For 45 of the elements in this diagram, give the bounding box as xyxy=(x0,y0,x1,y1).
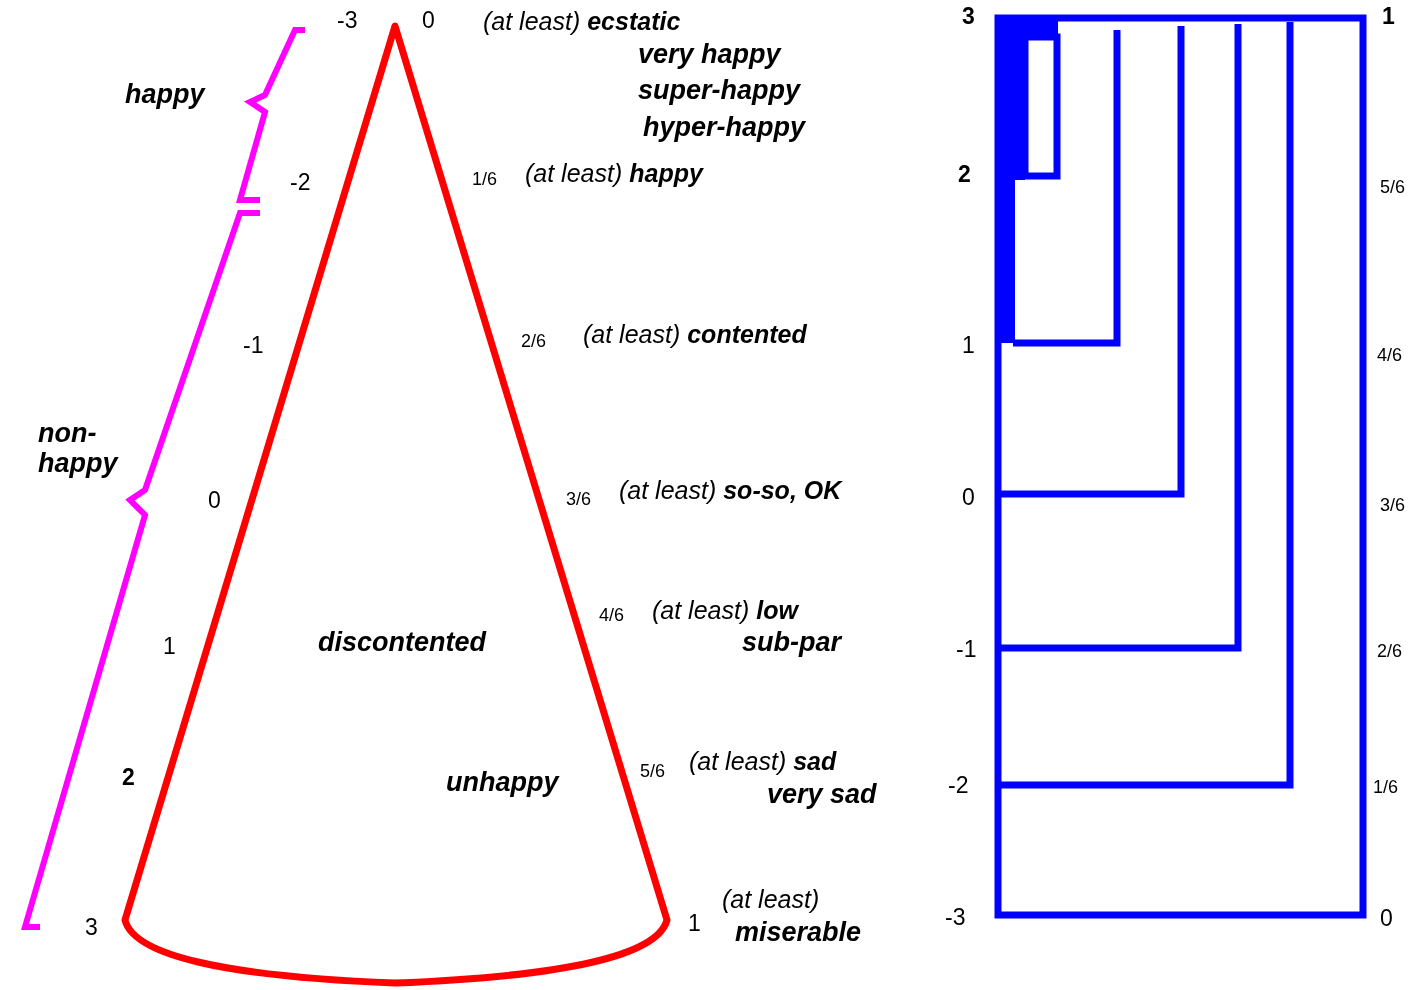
level-label: (at least) xyxy=(722,886,820,914)
level-label: super-happy xyxy=(638,76,801,106)
area-label: discontented xyxy=(318,628,486,658)
fraction-label: 4/6 xyxy=(599,606,625,626)
axis-fraction: 1/6 xyxy=(1373,778,1399,798)
scale-number: 0 xyxy=(208,488,221,514)
axis-fraction: 4/6 xyxy=(1377,346,1403,366)
level-label: hyper-happy xyxy=(643,113,806,143)
axis-fraction: 2/6 xyxy=(1377,642,1403,662)
bracket-label: non- happy xyxy=(38,419,120,479)
level-label: very sad xyxy=(767,780,877,810)
fraction-label: 1/6 xyxy=(472,170,498,190)
axis-number: -3 xyxy=(945,905,966,931)
level-label: very happy xyxy=(638,40,781,70)
axis-number: 2 xyxy=(958,162,971,188)
fraction-label: 3/6 xyxy=(566,490,592,510)
level-label: (at least) low xyxy=(652,597,798,625)
scale-number: 1 xyxy=(163,634,176,660)
scale-number: 0 xyxy=(422,8,435,34)
axis-fraction: 3/6 xyxy=(1380,496,1406,516)
scale-number: -2 xyxy=(290,170,311,196)
level-label: miserable xyxy=(735,918,862,948)
scale-number: 1 xyxy=(688,911,701,937)
axis-fraction: 5/6 xyxy=(1380,178,1406,198)
axis-number: -1 xyxy=(956,637,977,663)
level-label: (at least) sad xyxy=(689,748,837,776)
fraction-label: 2/6 xyxy=(521,332,547,352)
scale-number: -3 xyxy=(337,8,358,34)
bracket-label: happy xyxy=(125,80,205,110)
axis-number: 1 xyxy=(962,333,975,359)
fraction-label: 5/6 xyxy=(640,762,666,782)
level-label: sub-par xyxy=(742,628,841,658)
axis-number: -2 xyxy=(948,773,969,799)
level-label: (at least) so-so, OK xyxy=(619,477,842,505)
axis-number: 3 xyxy=(962,4,975,30)
axis-number: 0 xyxy=(1380,906,1393,932)
axis-number: 0 xyxy=(962,485,975,511)
level-label: (at least) contented xyxy=(583,321,807,349)
level-label: (at least) ecstatic xyxy=(483,8,681,36)
area-label: unhappy xyxy=(446,768,559,798)
level-label: (at least) happy xyxy=(525,160,703,188)
axis-number: 1 xyxy=(1382,4,1395,30)
scale-number: 3 xyxy=(85,915,98,941)
scale-number: 2 xyxy=(122,765,135,791)
scale-number: -1 xyxy=(243,333,264,359)
